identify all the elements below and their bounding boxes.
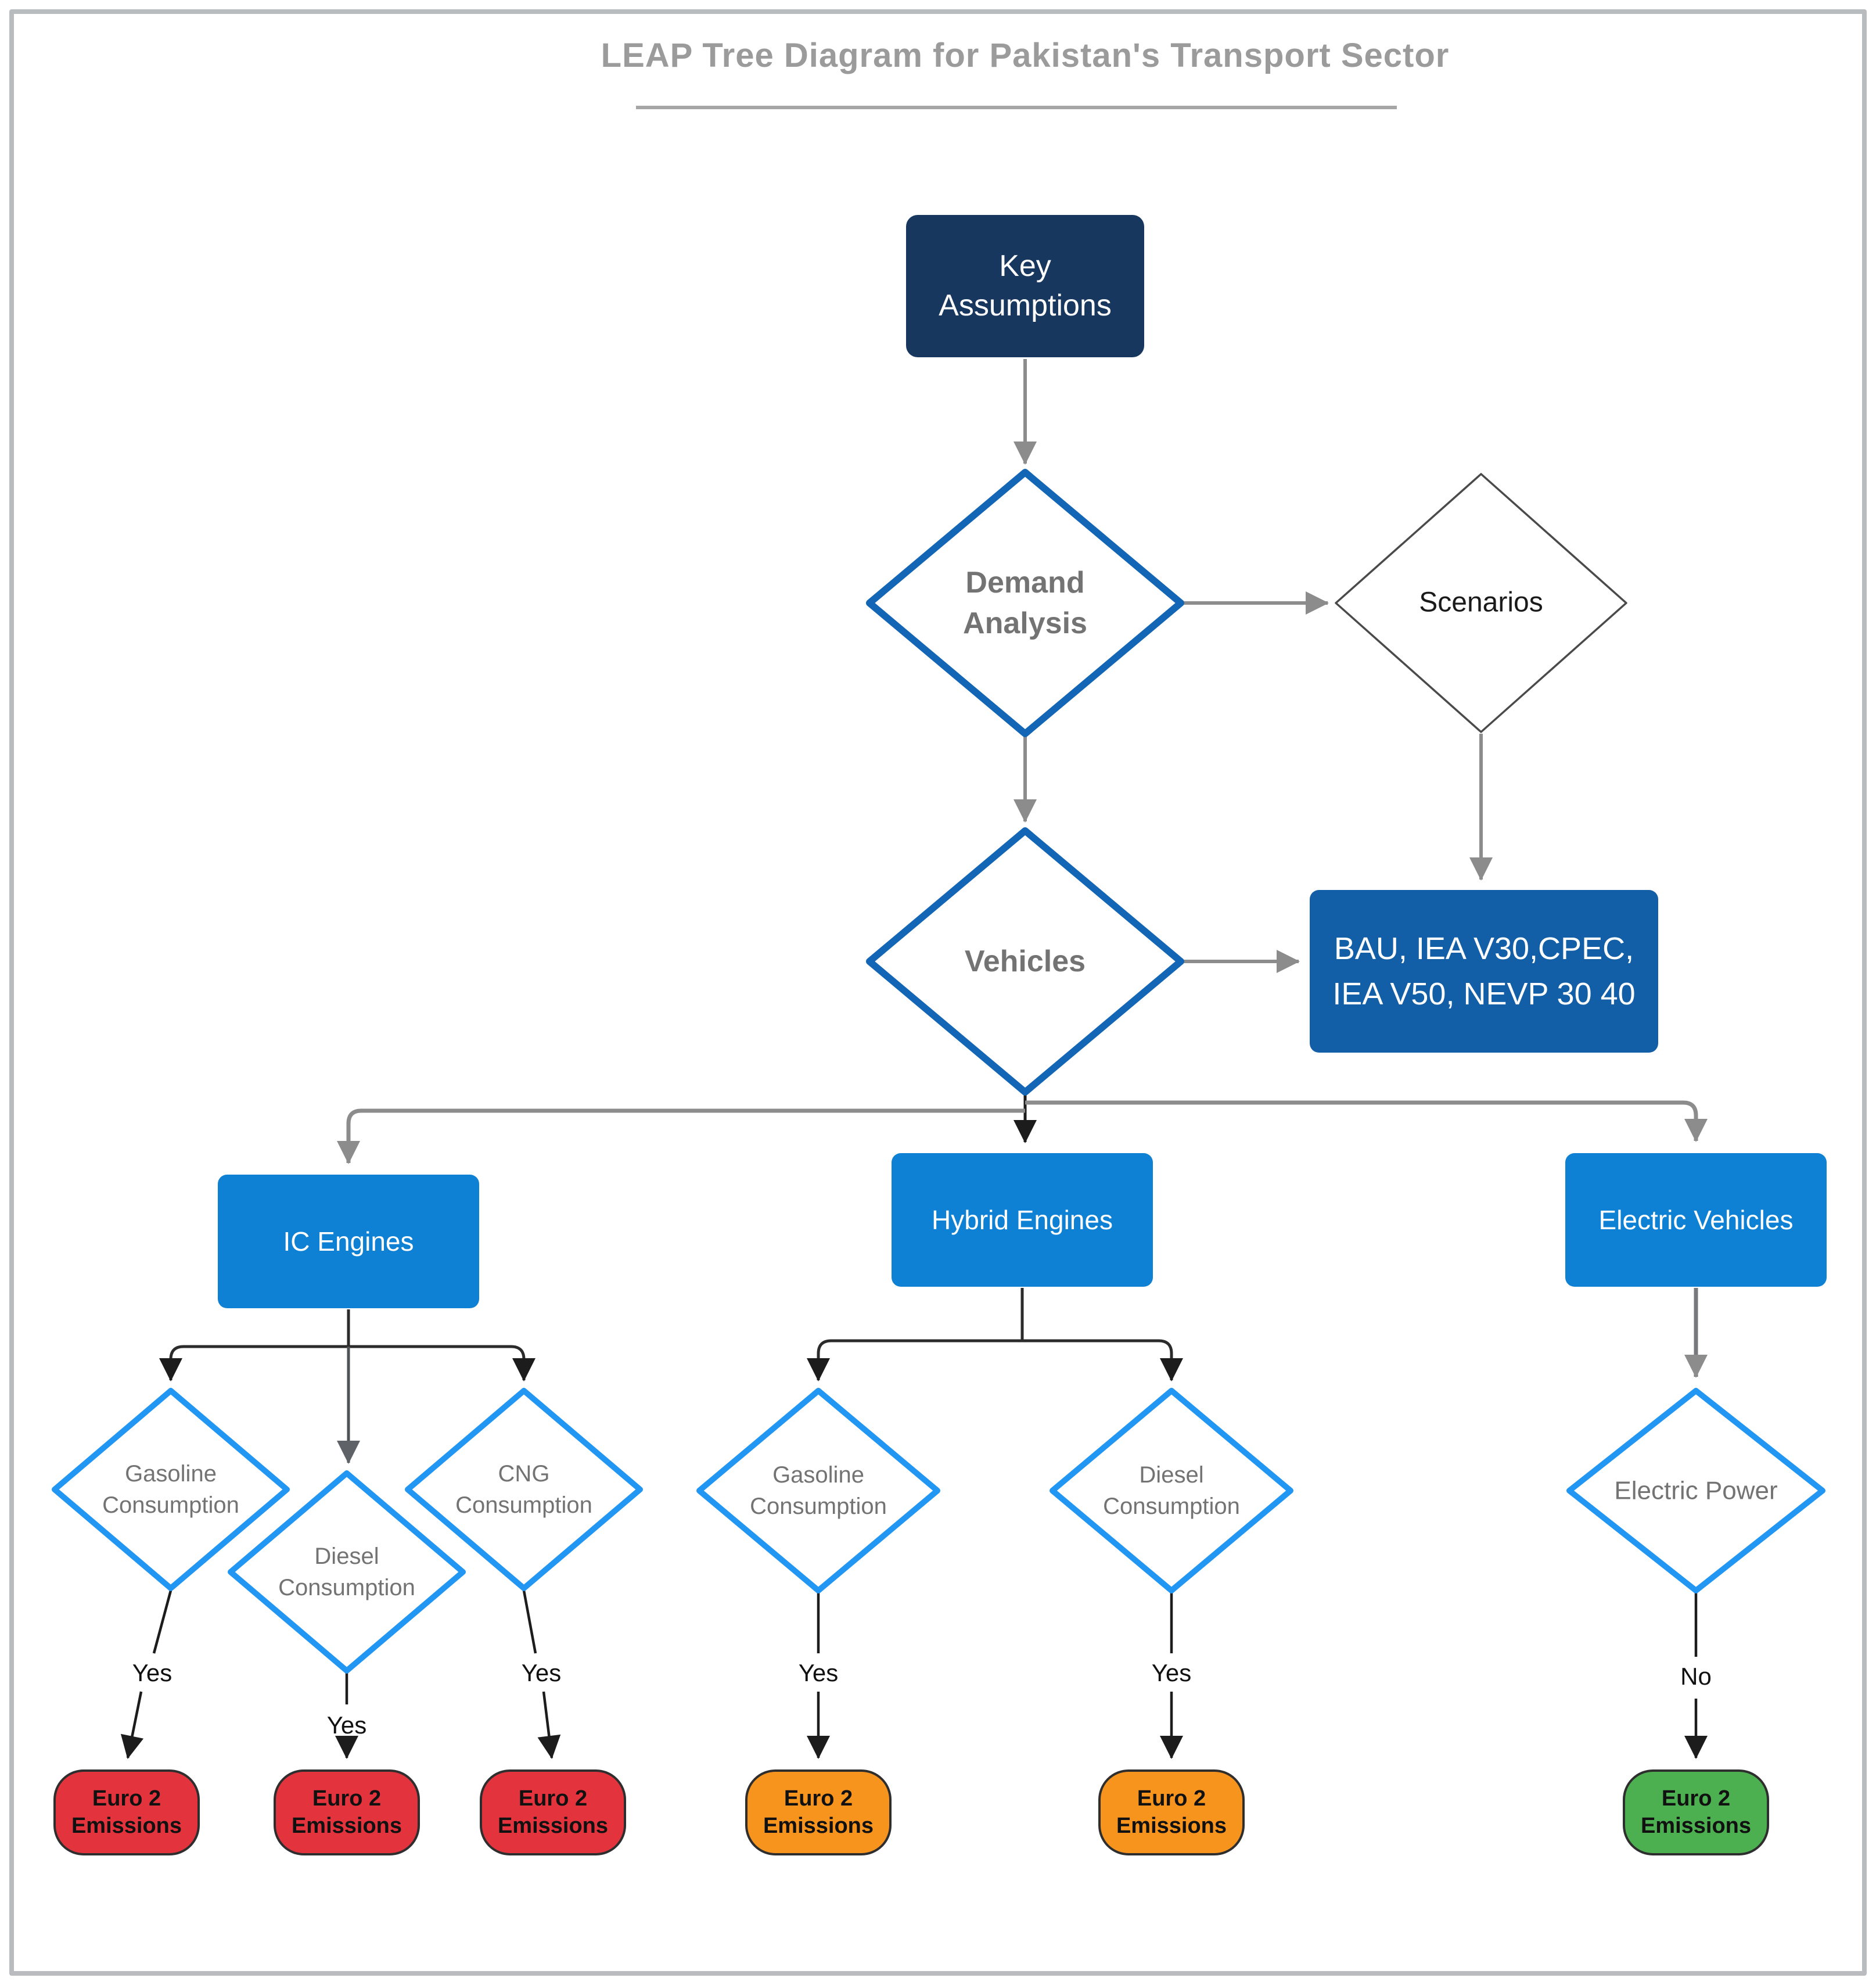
label-scenarios: Scenarios — [1419, 587, 1543, 618]
node-euro2-hybrid-gasoline: Euro 2 Emissions — [745, 1769, 892, 1855]
edge-ic-to-cng — [348, 1345, 536, 1381]
hybrid-diesel-diamond — [1050, 1388, 1293, 1593]
ic-diesel-diamond — [228, 1470, 466, 1674]
node-key-assumptions: Key Assumptions — [906, 215, 1144, 357]
scenarios-diamond — [1335, 473, 1627, 733]
node-euro2-ic-diesel: Euro 2 Emissions — [274, 1769, 420, 1855]
edge-label-yes-ic-cng: Yes — [521, 1659, 562, 1686]
label-hybrid-gasoline: Gasoline Consumption — [750, 1462, 887, 1519]
label-ic-diesel: Diesel Consumption — [278, 1544, 415, 1600]
node-euro2-ic-gasoline: Euro 2 Emissions — [53, 1769, 200, 1855]
ic-gasoline-diamond — [52, 1388, 290, 1591]
label-hybrid-diesel: Diesel Consumption — [1103, 1462, 1240, 1519]
edge-label-yes-hybrid-diesel: Yes — [1151, 1659, 1192, 1686]
electric-power-diamond — [1566, 1388, 1825, 1593]
node-scenario-list: BAU, IEA V30,CPEC, IEA V50, NEVP 30 40 — [1310, 890, 1658, 1053]
ic-cng-diamond — [405, 1388, 643, 1591]
edge-label-yes-ic-gasoline: Yes — [132, 1659, 172, 1686]
label-electric-power: Electric Power — [1614, 1476, 1778, 1505]
label-ic-cng: CNG Consumption — [455, 1461, 592, 1518]
edge-iccng-yes-upper — [522, 1590, 537, 1654]
edge-label-yes-hybrid-gasoline: Yes — [798, 1659, 839, 1686]
edge-iccng-yes-lower — [537, 1691, 561, 1759]
page-title: LEAP Tree Diagram for Pakistan's Transpo… — [601, 37, 1450, 74]
vehicles-diamond — [866, 827, 1184, 1096]
hybrid-gasoline-diamond — [696, 1388, 940, 1593]
edge-vehicles-to-ic — [337, 1108, 1025, 1164]
edge-vehicles-to-electric — [1025, 1100, 1708, 1142]
demand-analysis-diamond — [866, 469, 1184, 737]
node-euro2-electric: Euro 2 Emissions — [1623, 1769, 1769, 1855]
node-euro2-ic-cng: Euro 2 Emissions — [480, 1769, 626, 1855]
edge-label-no-electric: No — [1680, 1663, 1712, 1690]
node-electric-vehicles: Electric Vehicles — [1565, 1153, 1827, 1287]
node-ic-engines: IC Engines — [218, 1175, 479, 1308]
edge-hybrid-to-gasoline — [807, 1339, 1022, 1381]
node-euro2-hybrid-diesel: Euro 2 Emissions — [1098, 1769, 1245, 1855]
edge-ic-to-gasoline — [159, 1345, 348, 1381]
title-underline — [636, 106, 1397, 109]
edge-hybrid-to-diesel — [1022, 1339, 1183, 1381]
node-hybrid-engines: Hybrid Engines — [892, 1153, 1153, 1287]
label-ic-gasoline: Gasoline Consumption — [102, 1461, 239, 1518]
edge-icgasoline-yes-lower — [120, 1691, 144, 1759]
edge-icgasoline-yes-upper — [152, 1590, 172, 1654]
label-demand-analysis: Demand Analysis — [963, 565, 1087, 640]
label-vehicles: Vehicles — [964, 944, 1086, 978]
edge-label-yes-ic-diesel: Yes — [326, 1711, 367, 1739]
